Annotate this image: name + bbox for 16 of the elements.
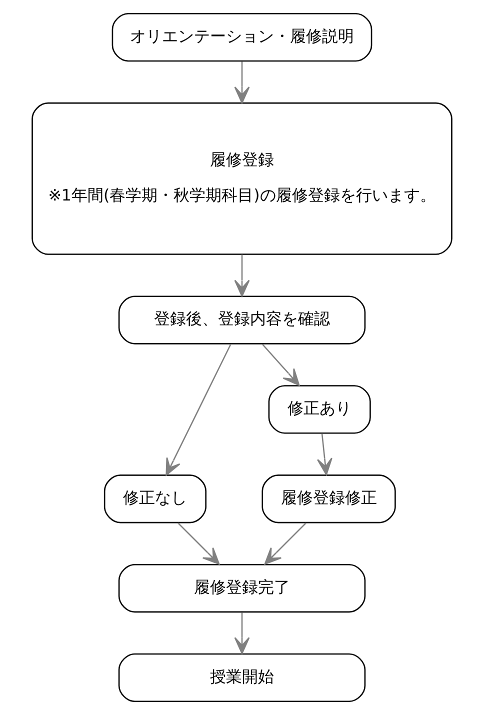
node-box: オリエンテーション・履修説明 <box>111 12 372 62</box>
node-box: 修正あり <box>268 385 370 434</box>
node-box: 履修登録完了 <box>118 564 366 613</box>
node-box: 授業開始 <box>118 653 366 702</box>
arrow <box>234 254 250 297</box>
arrow <box>234 62 250 104</box>
arrow <box>261 344 300 386</box>
arrow <box>264 522 306 565</box>
arrow <box>234 612 250 654</box>
node-box: 履修登録修正 <box>261 474 396 524</box>
arrow <box>177 522 220 565</box>
arrow <box>165 344 231 476</box>
node-box: 登録後、登録内容を確認 <box>118 296 366 344</box>
arrow <box>316 434 332 476</box>
node-box: 履修登録 ※1年間(春学期・秋学期科目)の履修登録を行います。 <box>31 102 452 255</box>
node-box: 修正なし <box>103 474 206 524</box>
